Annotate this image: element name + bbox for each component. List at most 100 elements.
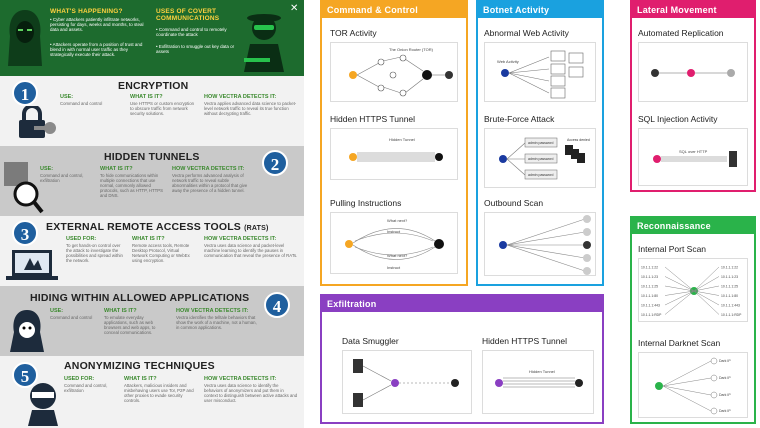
port-scan-line (693, 266, 720, 292)
col3-text: Vectra applies advanced data science to … (204, 101, 297, 116)
section-allowed-applications: 4 HIDING WITHIN ALLOWED APPLICATIONS USE… (0, 286, 304, 356)
section-title: HIDDEN TUNNELS (104, 151, 200, 163)
what-next-label-2: What next? (387, 253, 408, 258)
spy-agent-icon (244, 14, 284, 72)
section-number-2: 2 (262, 150, 288, 176)
laptop-hand-icon (6, 250, 58, 280)
item-hidden-https-tunnel-exfil: Hidden HTTPS Tunnel (482, 336, 568, 346)
col3-heading: HOW VECTRA DETECTS IT: (204, 94, 277, 100)
hooded-figure-icon (10, 310, 44, 352)
pulling-instructions-diagram: What next? Instruct What next? Instruct (330, 212, 458, 274)
hidden-tunnel-label: Hidden Tunnel (389, 137, 415, 142)
port-label: 10.1.1.1:25 (641, 285, 658, 289)
col1-text: Command and control (50, 315, 93, 320)
col3-heading: HOW VECTRA DETECTS IT: (172, 166, 245, 172)
uses-bullet-2: • Exfiltration to smuggle out key data o… (156, 44, 235, 55)
close-icon[interactable]: ✕ (290, 3, 299, 14)
instruct-label-2: Instruct (387, 265, 401, 270)
port-scan-line (693, 285, 720, 292)
exfil-tunnel-diagram: Hidden Tunnel (482, 350, 594, 414)
col1-heading: USED FOR: (66, 236, 97, 242)
abnormal-web-diagram: Web Activity (484, 42, 596, 102)
panel-reconnaissance: Reconnaissance Internal Port Scan 10.1.1… (630, 216, 756, 424)
brute-force-diagram: admin password admin password admin pass… (484, 128, 596, 188)
admin-password-label-1: admin password (528, 141, 554, 145)
section-hidden-tunnels: 2 HIDDEN TUNNELS USE: Command and contro… (0, 146, 304, 216)
section-number-1: 1 (12, 80, 38, 106)
dark-ip-label-4: Dark IP (719, 409, 731, 413)
port-label: 10.1.1.1:RDP (721, 313, 742, 317)
port-scan-line (664, 290, 695, 306)
section-number-4: 4 (264, 292, 290, 318)
section-title: ANONYMIZING TECHNIQUES (64, 360, 215, 372)
port-label: 10.1.1.1:80 (641, 294, 658, 298)
port-label: 10.1.1.1:25 (721, 285, 738, 289)
intro-banner: WHAT'S HAPPENING? • Cyber attackers pati… (0, 0, 304, 76)
col2-text: Use HTTPS or custom encryption to obscur… (130, 101, 194, 116)
automated-replication-diagram (638, 42, 748, 102)
col1-heading: USED FOR: (64, 376, 95, 382)
uses-bullet-1: • Command and control to remotely coordi… (156, 27, 227, 38)
hidden-tunnel-diagram: Hidden Tunnel (330, 128, 458, 180)
section-anonymizing: 5 ANONYMIZING TECHNIQUES USED FOR: Comma… (0, 356, 304, 428)
section-title: HIDING WITHIN ALLOWED APPLICATIONS (30, 292, 250, 304)
port-scan-line (664, 276, 695, 292)
title-suffix: (RATS) (244, 225, 269, 232)
outbound-scan-diagram (484, 212, 596, 276)
dark-ip-label-3: Dark IP (719, 393, 731, 397)
internal-port-scan-diagram: 10.1.1.1:22 10.1.1.1:22 10.1.1.1:23 10.1.1.… (638, 258, 748, 322)
port-label: 10.1.1.1:22 (641, 266, 658, 270)
item-tor-activity: TOR Activity (330, 28, 377, 38)
what-next-label-1: What next? (387, 218, 408, 223)
tor-diagram: The Onion Router (TOR) (330, 42, 458, 102)
col2-heading: WHAT IS IT? (104, 308, 137, 314)
intro-bullet-1: • Cyber attackers patiently infiltrate n… (50, 17, 144, 33)
col2-text: To hide communications within multiple c… (100, 173, 163, 198)
col1-text: Command and control, exfiltration (40, 173, 84, 183)
col3-text: Vectra identifies the telltale behaviors… (176, 315, 257, 330)
col1-text: Command and control, exfiltration (64, 383, 108, 393)
port-label: 10.1.1.1:80 (721, 294, 738, 298)
col3-heading: HOW VECTRA DETECTS IT: (204, 376, 277, 382)
panel-lateral-movement: Lateral Movement Automated Replication S… (630, 0, 756, 192)
instruct-label-1: Instruct (387, 229, 401, 234)
col2-heading: WHAT IS IT? (132, 236, 165, 242)
port-label: 10.1.1.1:22 (721, 266, 738, 270)
panel-command-control: Command & Control TOR Activity The Onion… (320, 0, 468, 286)
port-scan-line (664, 285, 695, 292)
port-label: 10.1.1.1:RDP (641, 313, 662, 317)
dark-ip-label-1: Dark IP (719, 359, 731, 363)
panel-exfiltration: Exfiltration Data Smuggler Hidden HTTPS … (320, 294, 604, 424)
col2-text: Remote access tools, Remote Desktop Prot… (132, 243, 190, 263)
title-text: EXTERNAL REMOTE ACCESS TOOLS (46, 221, 242, 233)
section-encryption: 1 ENCRYPTION USE: Command and control WH… (0, 76, 304, 146)
col1-text: To get hands-on control over the attack … (66, 243, 123, 263)
port-scan-line (664, 290, 695, 315)
covert-communications-infographic: WHAT'S HAPPENING? • Cyber attackers pati… (0, 0, 304, 428)
port-scan-line (664, 290, 695, 296)
col3-text: Vectra uses data science and packet-leve… (204, 243, 298, 258)
col2-heading: WHAT IS IT? (100, 166, 133, 172)
col2-heading: WHAT IS IT? (124, 376, 157, 382)
port-scan-line (664, 266, 695, 292)
panel-botnet-activity: Botnet Activity Abnormal Web Activity We… (476, 0, 604, 286)
port-label: 10.1.1.1:23 (641, 275, 658, 279)
magnifier-icon (4, 162, 44, 214)
item-brute-force-attack: Brute-Force Attack (484, 114, 555, 124)
port-scan-line (693, 290, 720, 306)
padlock-key-icon (19, 106, 56, 138)
port-label: 10.1.1.1:443 (641, 304, 660, 308)
col3-heading: HOW VECTRA DETECTS IT: (204, 236, 277, 242)
web-activity-label: Web Activity (497, 59, 519, 64)
port-label: 10.1.1.1:443 (721, 304, 740, 308)
panel-title: Command & Control (322, 2, 466, 18)
section-number-5: 5 (12, 362, 38, 388)
uses-heading: USES OF COVERT COMMUNICATIONS (156, 8, 220, 22)
col3-text: Vectra uses data science to identify the… (204, 383, 298, 403)
col3-text: Vectra performs advanced analysis of net… (172, 173, 248, 193)
panel-title: Exfiltration (322, 296, 602, 312)
panel-title: Lateral Movement (632, 2, 754, 18)
intro-bullet-2: • Attackers operate from a position of t… (50, 42, 143, 58)
item-sql-injection-activity: SQL Injection Activity (638, 114, 718, 124)
item-data-smuggler: Data Smuggler (342, 336, 399, 346)
